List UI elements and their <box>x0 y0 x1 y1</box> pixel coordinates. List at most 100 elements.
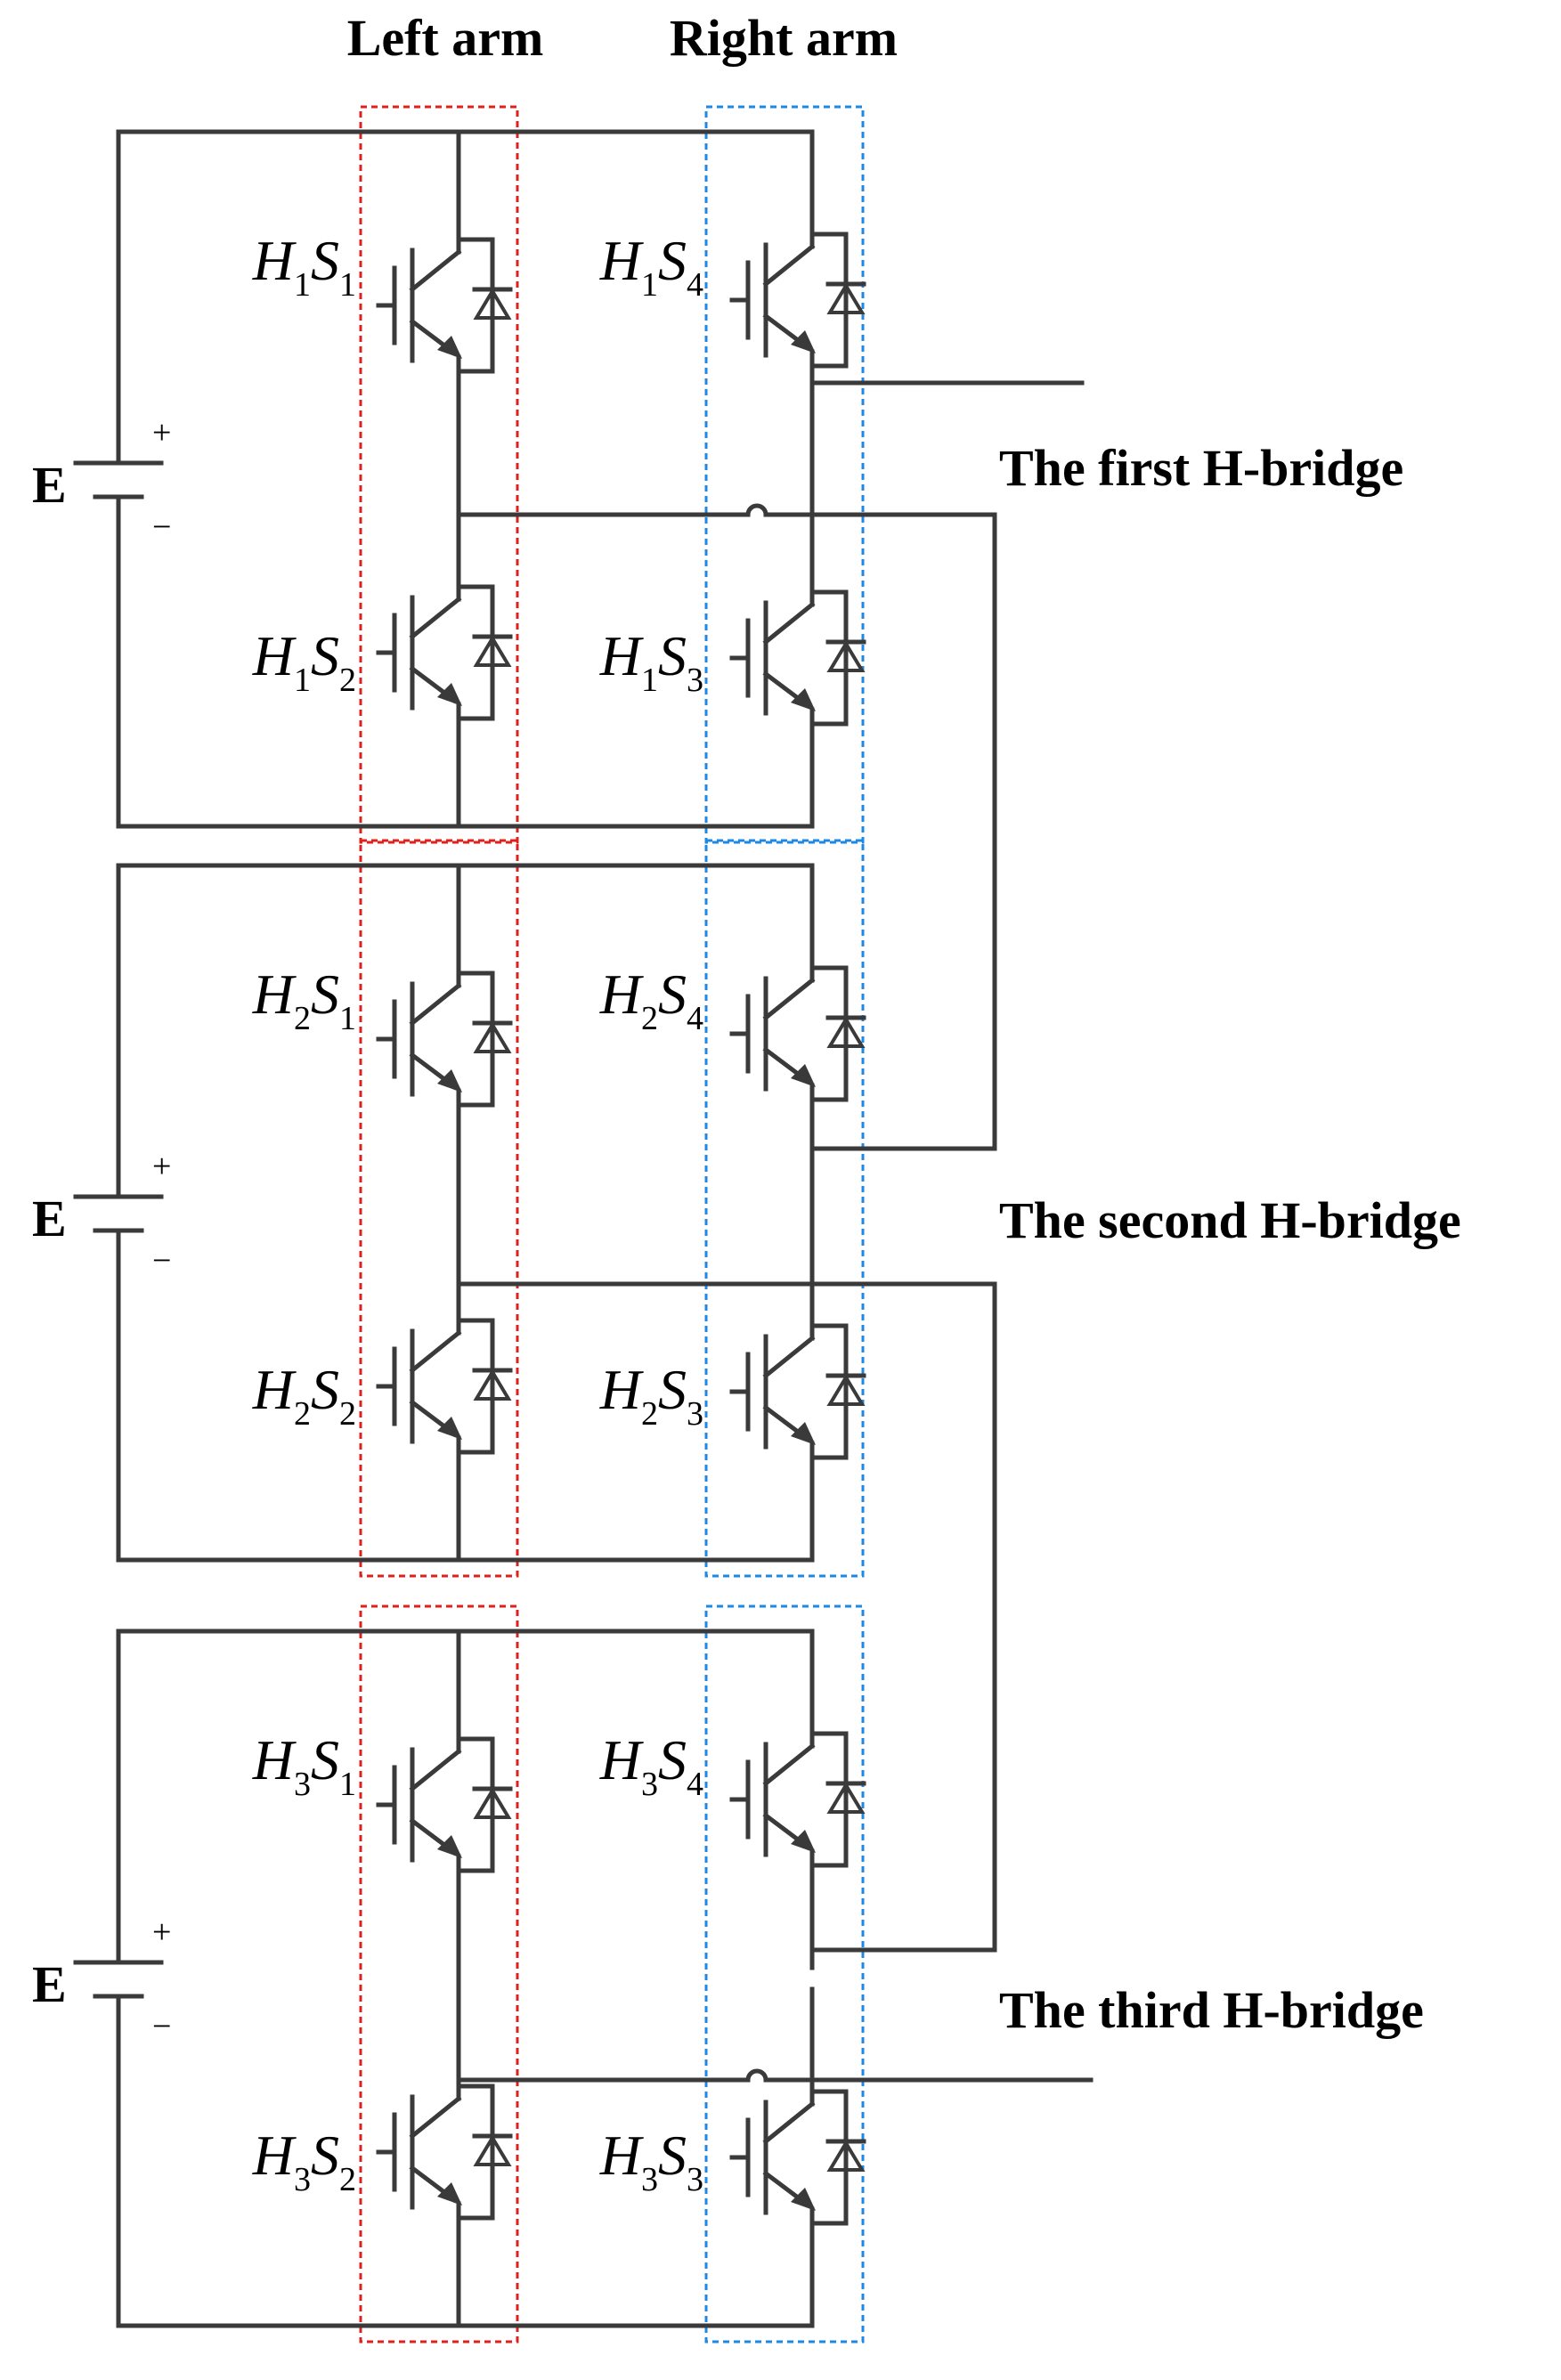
switch-label-s: S <box>311 963 339 1026</box>
wire <box>409 2095 462 2140</box>
wire-crossover-icon <box>745 503 768 516</box>
wire <box>762 601 816 646</box>
right-arm-box <box>704 105 865 844</box>
plus-sign: + <box>152 1913 171 1951</box>
wire-crossover-icon <box>745 2068 768 2081</box>
igbt-switch-icon <box>376 1210 513 1563</box>
wire <box>409 982 462 1027</box>
switch-label: H2S2 <box>252 1358 356 1433</box>
switch-label: H1S4 <box>599 229 703 304</box>
switch-label-text: H1S1 <box>252 229 356 304</box>
switch-label-ssub: 4 <box>687 266 703 304</box>
switch-label-hsub: 2 <box>294 1000 311 1037</box>
switch-label: H2S4 <box>599 963 703 1037</box>
emitter-arrow-icon <box>437 336 462 359</box>
diode-icon <box>826 1374 866 1406</box>
switch-label-hsub: 3 <box>641 2161 658 2198</box>
switch-label-h: H <box>252 1728 297 1791</box>
switch-label-text: H3S2 <box>252 2124 356 2198</box>
wire <box>762 1742 816 1787</box>
switch-label: H2S3 <box>599 1358 703 1433</box>
switch-label-ssub: 1 <box>339 1766 356 1803</box>
wire <box>762 243 816 288</box>
switch-label-h: H <box>252 2124 297 2187</box>
diode-branch <box>812 1323 849 1460</box>
diode-icon <box>826 2140 866 2172</box>
minus-sign: − <box>152 508 171 546</box>
switch-label-s: S <box>311 1358 339 1421</box>
emitter-arrow-icon <box>791 1064 816 1087</box>
switch-label-hsub: 2 <box>641 1395 658 1433</box>
switch-label-hsub: 3 <box>641 1766 658 1803</box>
diode-branch <box>459 2084 495 2221</box>
switch-label: H3S2 <box>252 2124 356 2198</box>
switch-label-ssub: 4 <box>687 1000 703 1037</box>
switch-label-ssub: 2 <box>339 1395 356 1433</box>
switch-label-text: H1S2 <box>252 624 356 699</box>
switch-label-hsub: 3 <box>294 1766 311 1803</box>
source-label-e: E <box>32 1190 67 1247</box>
wire <box>409 1329 462 1374</box>
switch-label: H3S1 <box>252 1728 356 1803</box>
switch-label-h: H <box>252 624 297 687</box>
diode-icon <box>473 2134 512 2166</box>
switch-label: H1S2 <box>252 624 356 699</box>
igbt-switch-icon <box>376 129 513 482</box>
minus-sign: − <box>152 1242 171 1279</box>
diode-icon <box>473 635 512 667</box>
diode-branch <box>812 232 849 369</box>
diode-icon <box>473 1369 512 1401</box>
plus-sign: + <box>152 1148 171 1185</box>
diode-branch <box>812 1731 849 1868</box>
diode-icon <box>473 1787 512 1819</box>
switch-label-text: H2S1 <box>252 963 356 1037</box>
switch-label-s: S <box>311 624 339 687</box>
wire <box>409 248 462 293</box>
switch-label-ssub: 2 <box>339 662 356 699</box>
switch-label-h: H <box>252 1358 297 1421</box>
switch-label-hsub: 2 <box>294 1395 311 1433</box>
igbt-switch-icon <box>376 863 513 1215</box>
wire <box>409 596 462 640</box>
switch-label-text: H1S3 <box>599 624 703 699</box>
switch-label-h: H <box>599 1728 645 1791</box>
switch-label-h: H <box>599 229 645 292</box>
switch-label: H3S4 <box>599 1728 703 1803</box>
switch-label-hsub: 2 <box>641 1000 658 1037</box>
igbt-switch-icon <box>729 129 866 471</box>
emitter-arrow-icon <box>791 688 816 711</box>
switch-label-s: S <box>658 1358 687 1421</box>
diode-branch <box>812 2089 849 2226</box>
switch-label-h: H <box>599 963 645 1026</box>
switch-label-text: H2S4 <box>599 963 703 1037</box>
switch-label-s: S <box>658 229 687 292</box>
switch-label-hsub: 3 <box>294 2161 311 2198</box>
switch-label-ssub: 3 <box>687 1395 703 1433</box>
diode-branch <box>812 965 849 1102</box>
right-arm-box <box>704 839 865 1578</box>
switch-label-s: S <box>311 1728 339 1791</box>
igbt-switch-icon <box>729 1629 866 1970</box>
emitter-arrow-icon <box>437 1835 462 1858</box>
switch-label-text: H3S3 <box>599 2124 703 2198</box>
switch-label-h: H <box>599 624 645 687</box>
left-arm-label: Left arm <box>347 9 544 67</box>
switch-label-h: H <box>599 1358 645 1421</box>
left-arm-box <box>359 1604 519 2343</box>
switch-label-hsub: 1 <box>641 266 658 304</box>
switch-label-s: S <box>658 963 687 1026</box>
switch-label-text: H3S4 <box>599 1728 703 1803</box>
switch-label: H1S1 <box>252 229 356 304</box>
emitter-arrow-icon <box>791 330 816 353</box>
emitter-arrow-icon <box>791 1830 816 1853</box>
h-bridge-label: The third H-bridge <box>999 1981 1424 2039</box>
wire <box>762 1335 816 1379</box>
switch-label-h: H <box>252 963 297 1026</box>
switch-label-ssub: 1 <box>339 266 356 304</box>
switch-label-ssub: 1 <box>339 1000 356 1037</box>
